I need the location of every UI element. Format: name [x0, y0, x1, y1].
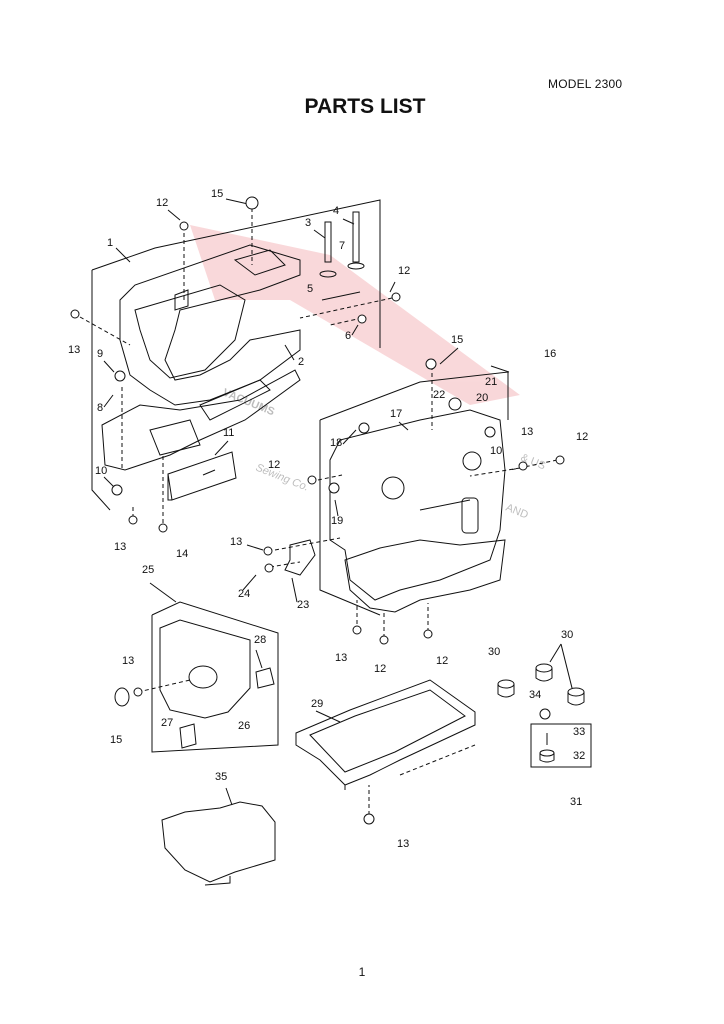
screws	[70, 196, 565, 825]
callout-12: 12	[436, 655, 448, 667]
callout-11: 11	[223, 427, 234, 439]
feet-group	[497, 663, 592, 768]
callout-7: 7	[339, 240, 345, 252]
callout-26: 26	[238, 720, 250, 732]
callout-30: 30	[488, 646, 500, 658]
callout-32: 32	[573, 750, 585, 762]
callout-2: 2	[298, 356, 304, 368]
top-cover-assembly	[91, 199, 381, 511]
callout-18: 18	[330, 437, 342, 449]
callout-13: 13	[397, 838, 409, 850]
callout-31: 31	[570, 796, 582, 808]
callout-4: 4	[333, 205, 339, 217]
callout-22: 22	[433, 389, 445, 401]
callout-9: 9	[97, 348, 103, 360]
callout-27: 27	[161, 717, 173, 729]
leader-lines	[103, 198, 573, 806]
callout-28: 28	[254, 634, 266, 646]
callout-15: 15	[211, 188, 223, 200]
callout-21: 21	[485, 376, 497, 388]
callout-13: 13	[335, 652, 347, 664]
callout-29: 29	[311, 698, 323, 710]
needle-bars	[319, 211, 365, 301]
callout-13: 13	[521, 426, 533, 438]
callout-13: 13	[68, 344, 80, 356]
watermark-swoosh	[190, 225, 520, 405]
assembly-guides	[79, 208, 558, 815]
rear-frame-assembly	[319, 371, 509, 616]
callout-12: 12	[576, 431, 588, 443]
callout-17: 17	[390, 408, 402, 420]
callout-5: 5	[307, 283, 313, 295]
watermark-and: AND	[504, 502, 530, 522]
callout-35: 35	[215, 771, 227, 783]
page-title: PARTS LIST	[304, 95, 426, 118]
model-label: MODEL 2300	[548, 77, 623, 91]
callout-33: 33	[573, 726, 585, 738]
callout-3: 3	[305, 217, 311, 229]
front-cover-assembly	[114, 601, 279, 753]
watermark-text-sewing: Sewing Co.	[254, 462, 311, 494]
page-number: 1	[358, 965, 366, 979]
callout-25: 25	[142, 564, 154, 576]
callout-13: 13	[122, 655, 134, 667]
bracket-23	[284, 539, 316, 576]
callout-10: 10	[95, 465, 107, 477]
callout-30: 30	[561, 629, 573, 641]
callout-15: 15	[451, 334, 463, 346]
callout-15: 15	[110, 734, 122, 746]
callout-6: 6	[345, 330, 351, 342]
callout-24: 24	[238, 588, 250, 600]
callout-12: 12	[156, 197, 168, 209]
callout-12: 12	[268, 459, 280, 471]
callout-8: 8	[97, 402, 103, 414]
callout-23: 23	[297, 599, 309, 611]
callout-20: 20	[476, 392, 488, 404]
callout-12: 12	[374, 663, 386, 675]
callout-13: 13	[230, 536, 242, 548]
callout-19: 19	[331, 515, 343, 527]
callout-12: 12	[398, 265, 410, 277]
callout-34: 34	[529, 689, 541, 701]
extension-table	[161, 801, 276, 886]
part-11-plate	[167, 451, 237, 501]
callout-13: 13	[114, 541, 126, 553]
callout-10: 10	[490, 445, 502, 457]
callout-1: 1	[107, 237, 113, 249]
callout-14: 14	[176, 548, 188, 560]
base-plate	[295, 679, 476, 790]
callout-16: 16	[544, 348, 556, 360]
